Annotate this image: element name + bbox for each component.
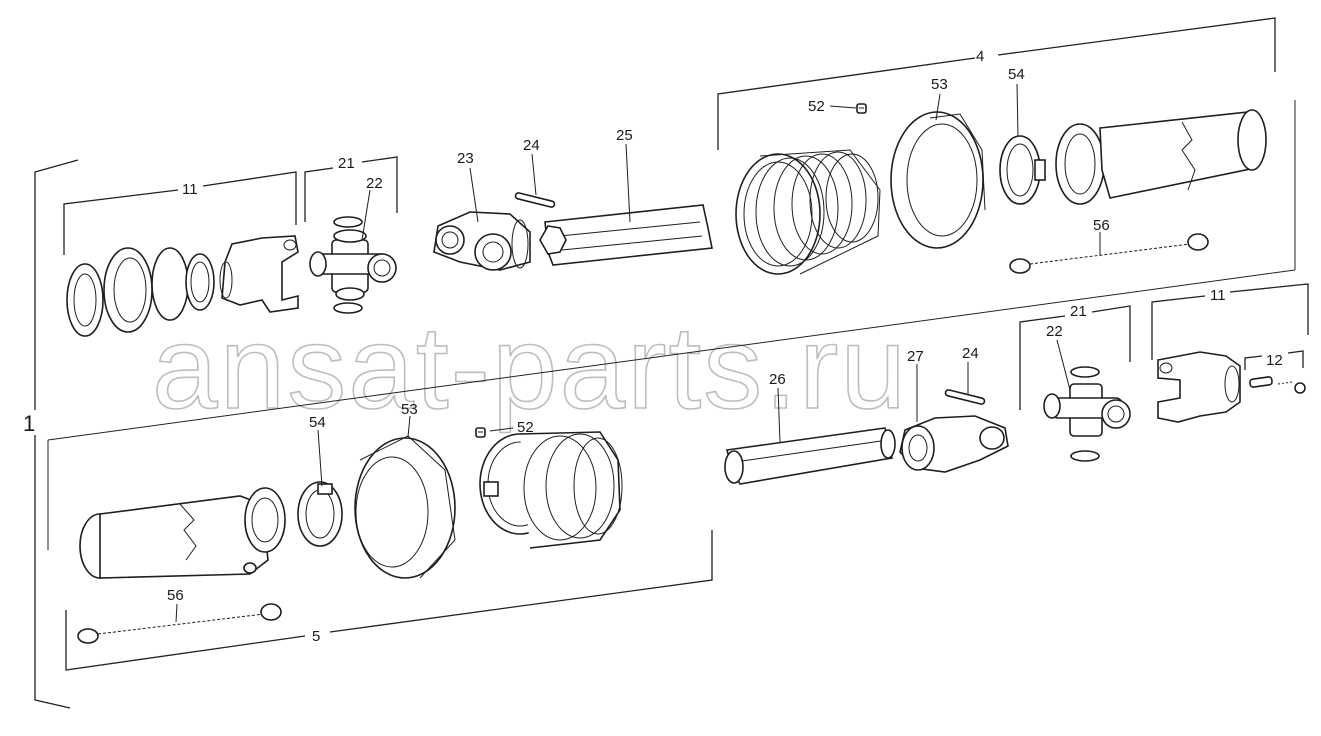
- bracket-inner-half-5: [65, 530, 713, 671]
- fastening-set-part: [1249, 376, 1306, 394]
- label-cross-right-22: 22: [1046, 323, 1063, 340]
- label-chain-bottom-56: 56: [167, 587, 184, 604]
- label-outer-half-4: 4: [976, 48, 984, 65]
- bracket-outer-half-4: [47, 17, 1296, 550]
- bracket-yoke-set-left-11: [63, 171, 297, 255]
- label-inner-tube-26: 26: [769, 371, 786, 388]
- bracket-assembly-1: [34, 159, 79, 709]
- label-pin-left-24: 24: [523, 137, 540, 154]
- cross-left-part: [309, 216, 397, 314]
- cross-right-part: [1043, 366, 1131, 462]
- label-cross-kit-left-21: 21: [338, 155, 355, 172]
- leader-lines: [175, 83, 1101, 623]
- chain-bottom-part: [77, 603, 282, 644]
- label-yoke-set-right-11: 11: [1210, 287, 1226, 304]
- label-yoke-set-left-11: 11: [182, 181, 198, 198]
- yoke-set-left-part: [66, 235, 299, 337]
- guard-tube-bottom-part: [79, 487, 286, 579]
- cone-bottom-part: [354, 435, 456, 579]
- label-yoke-27: 27: [907, 348, 924, 365]
- pin-left-part: [514, 192, 556, 208]
- chain-top-part: [1009, 233, 1209, 274]
- label-screw-top-52: 52: [808, 98, 825, 115]
- bracket-cross-kit-right-21: [1019, 305, 1131, 410]
- pin-right-part: [944, 389, 986, 405]
- inner-tube-part: [724, 427, 896, 485]
- bellows-bottom-part: [479, 431, 623, 549]
- watermark-text: ansat-parts.ru: [152, 302, 908, 434]
- label-cone-bottom-53: 53: [401, 401, 418, 418]
- bellows-top-part: [735, 149, 881, 275]
- bearing-top-part: [999, 135, 1046, 205]
- yoke-set-right-part: [1157, 351, 1241, 423]
- cone-top-part: [890, 111, 986, 249]
- label-assembly-1: 1: [23, 411, 35, 436]
- callout-labels: 1 4 5 12 11 11 21 21 22 22 23 24 24 25 2…: [23, 48, 1283, 645]
- label-cross-kit-right-21: 21: [1070, 303, 1087, 320]
- label-chain-top-56: 56: [1093, 217, 1110, 234]
- label-bearing-bottom-54: 54: [309, 414, 326, 431]
- label-cross-left-22: 22: [366, 175, 383, 192]
- yoke-27-part: [899, 415, 1009, 473]
- label-outer-tube-25: 25: [616, 127, 633, 144]
- bracket-cross-kit-left-21: [304, 156, 398, 222]
- bracket-yoke-set-right-11: [1151, 283, 1309, 360]
- outer-tube-part: [539, 204, 713, 266]
- label-pin-right-24: 24: [962, 345, 979, 362]
- bearing-bottom-part: [297, 481, 343, 547]
- guard-tube-top-part: [1055, 109, 1267, 205]
- bracket-fastening-set-12: [1244, 350, 1304, 370]
- label-screw-bottom-52: 52: [517, 419, 534, 436]
- label-cone-top-53: 53: [931, 76, 948, 93]
- label-bearing-top-54: 54: [1008, 66, 1025, 83]
- yoke-23-part: [433, 211, 531, 271]
- label-yoke-23: 23: [457, 150, 474, 167]
- screw-top-part: [856, 103, 867, 114]
- label-fastening-set-12: 12: [1266, 352, 1283, 369]
- label-inner-half-5: 5: [312, 628, 320, 645]
- screw-bottom-part: [475, 427, 486, 438]
